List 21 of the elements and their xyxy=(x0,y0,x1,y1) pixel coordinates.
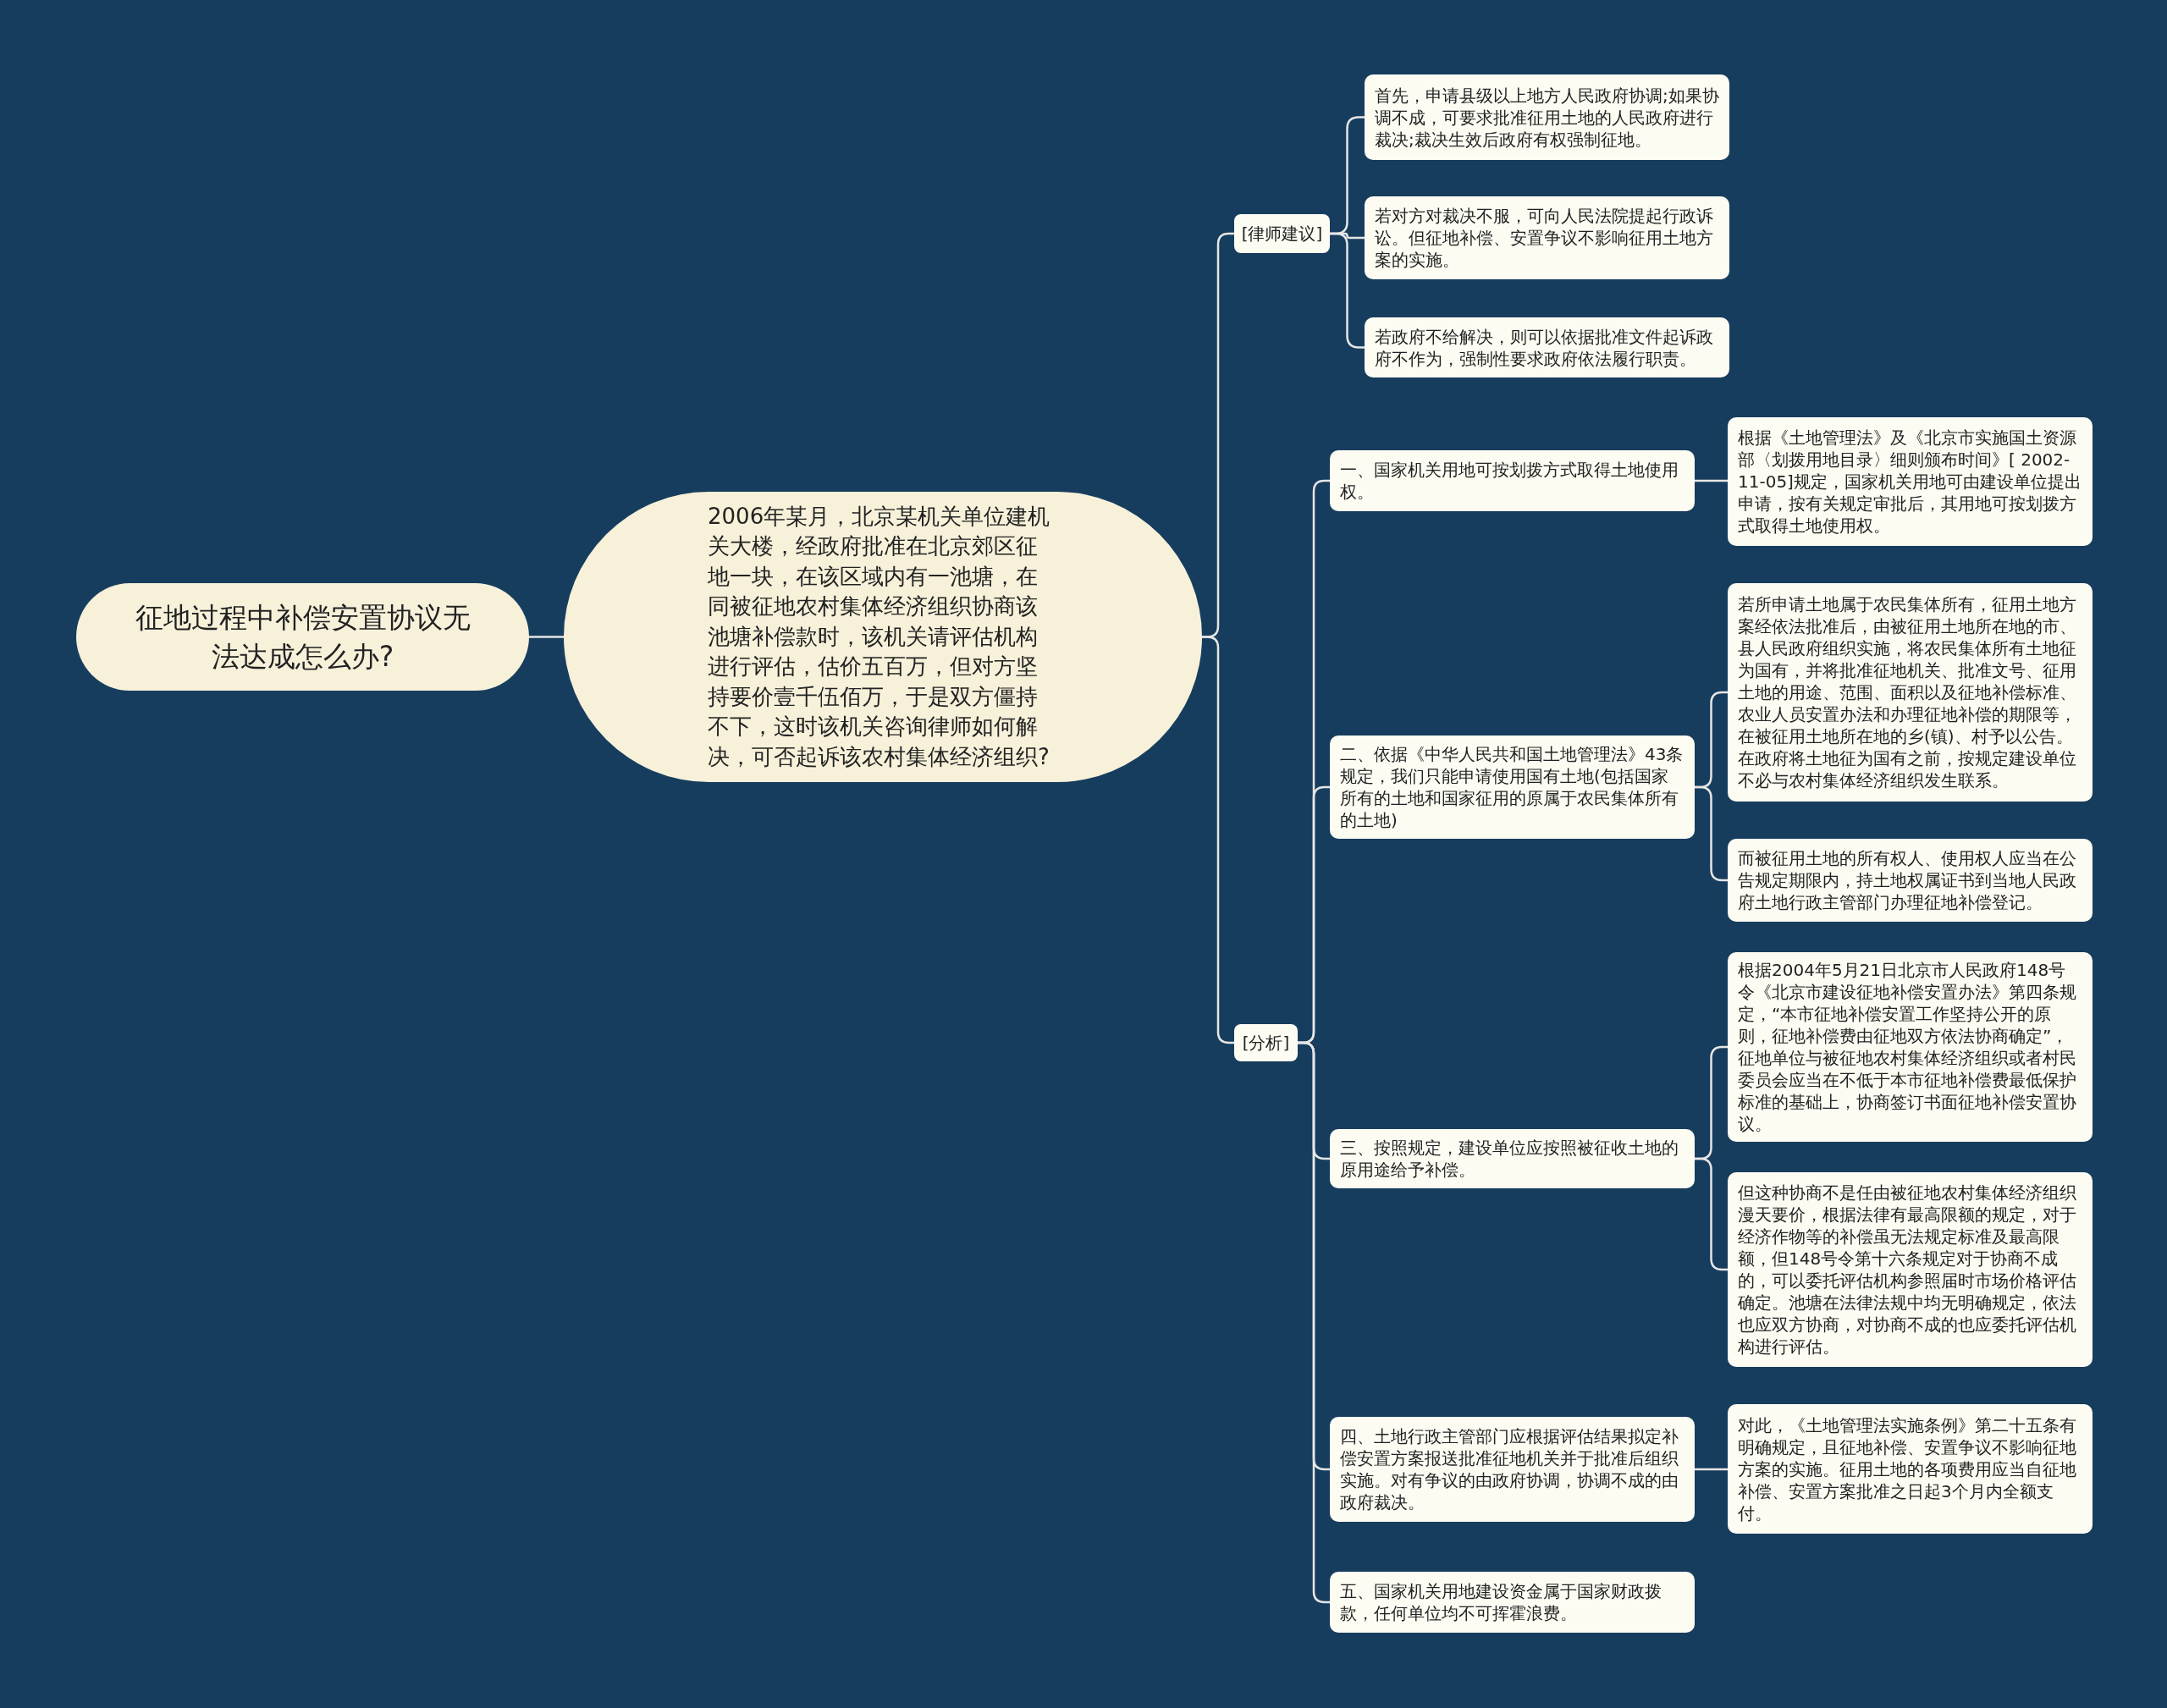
branch-tag: [分析] xyxy=(1234,1024,1298,1061)
text-card: 但这种协商不是任由被征地农村集体经济组织漫天要价，根据法律有最高限额的规定，对于经济作物等的补偿虽无法规定标准及最高限额，但148号令第十六条规定对于协商不成的，可以委托评估机构参照届时市场价格评估确定。池塘在法律法规中均无明确规定，依法也应双方协商，对协商不成的也应委托评估机构进行评估。 xyxy=(1728,1172,2093,1367)
connector-line xyxy=(1695,479,1728,482)
text-card: 三、按照规定，建设单位应按照被征收土地的原用途给予补偿。 xyxy=(1330,1129,1695,1188)
text-card: 一、国家机关用地可按划拨方式取得土地使用权。 xyxy=(1330,450,1695,511)
text-card: 对此，《土地管理法实施条例》第二十五条有明确规定，且征地补偿、安置争议不影响征地方案的实施。征用土地的各项费用应当自征地补偿、安置方案批准之日起3个月内全额支付。 xyxy=(1728,1404,2093,1534)
connector-line xyxy=(529,636,564,638)
text-card: 若对方对裁决不服，可向人民法院提起行政诉讼。但征地补偿、安置争议不影响征用土地方案的实施。 xyxy=(1365,196,1729,279)
text-card: 若所申请土地属于农民集体所有，征用土地方案经依法批准后，由被征用土地所在地的市、县人民政府组织实施，将农民集体所有土地征为国有，并将批准征地机关、批准文号、征用土地的用途、范围、面积以及征地补偿标准、农业人员安置办法和办理征地补偿的期限等，在被征用土地所在地的乡(镇)、村予以公告。在政府将土地征为国有之前，按规定建设单位不必与农村集体经济组织发生联系。 xyxy=(1728,583,2093,802)
topic-bubble: 征地过程中补偿安置协议无法达成怎么办? xyxy=(76,583,529,691)
text-card: 四、土地行政主管部门应根据评估结果拟定补偿安置方案报送批准征地机关并于批准后组织实施。对有争议的由政府协调，协调不成的由政府裁决。 xyxy=(1330,1417,1695,1522)
text-card: 首先，申请县级以上地方人民政府协调;如果协调不成，可要求批准征用土地的人民政府进行裁决;裁决生效后政府有权强制征地。 xyxy=(1365,74,1729,160)
text-card: 五、国家机关用地建设资金属于国家财政拨款，任何单位均不可挥霍浪费。 xyxy=(1330,1572,1695,1633)
question-bubble: 2006年某月，北京某机关单位建机关大楼，经政府批准在北京郊区征地一块，在该区域内有一池塘，在同被征地农村集体经济组织协商该池塘补偿款时，该机关请评估机构进行评估，估价五百万，但对方坚持要价壹千伍佰万，于是双方僵持不下，这时该机关咨询律师如何解决，可否起诉该农村集体经济组织? xyxy=(564,492,1202,782)
text-card: 二、依据《中华人民共和国土地管理法》43条规定，我们只能申请使用国有土地(包括国家所有的土地和国家征用的原属于农民集体所有的土地) xyxy=(1330,736,1695,839)
branch-tag: [律师建议] xyxy=(1234,214,1330,253)
text-card: 若政府不给解决，则可以依据批准文件起诉政府不作为，强制性要求政府依法履行职责。 xyxy=(1365,317,1729,377)
connector-line xyxy=(1695,1468,1728,1471)
text-card: 根据2004年5月21日北京市人民政府148号令《北京市建设征地补偿安置办法》第四条规定，“本市征地补偿安置工作坚持公开的原则，征地补偿费由征地双方依法协商确定”，征地单位与被征地农村集体经济组织或者村民委员会应当在不低于本市征地补偿费最低保护标准的基础上，协商签订书面征地补偿安置协议。 xyxy=(1728,952,2093,1142)
text-card: 根据《土地管理法》及《北京市实施国土资源部〈划拨用地目录〉细则颁布时间》[ 2002-11-05]规定，国家机关用地可由建设单位提出申请，按有关规定审批后，其用地可按划拨方式取得土地使用权。 xyxy=(1728,417,2093,546)
text-card: 而被征用土地的所有权人、使用权人应当在公告规定期限内，持土地权属证书到当地人民政府土地行政主管部门办理征地补偿登记。 xyxy=(1728,839,2093,922)
